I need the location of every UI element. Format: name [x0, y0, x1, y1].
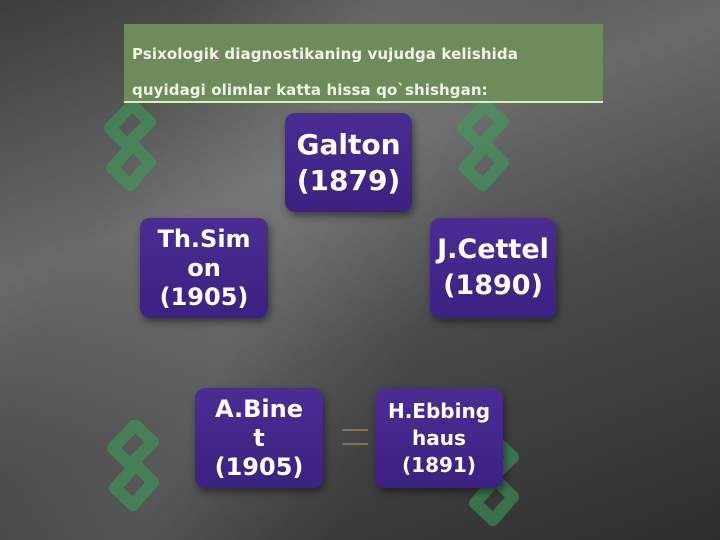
- node-binet-name-line2: t: [253, 423, 265, 452]
- node-cettel: J.Cettel (1890): [430, 218, 556, 318]
- node-cettel-name: J.Cettel: [437, 234, 549, 265]
- node-simon-name-line1: Th.Sim: [157, 224, 251, 253]
- node-galton-year: (1879): [296, 163, 401, 197]
- node-galton: Galton (1879): [285, 113, 412, 212]
- title-box: Psixologik diagnostikaning vujudga kelis…: [124, 24, 603, 103]
- node-simon-name-line2: on: [187, 253, 221, 282]
- node-ebbinghaus-year: (1891): [402, 452, 476, 477]
- node-ebbinghaus-name-line2: haus: [412, 425, 466, 450]
- node-cettel-year: (1890): [443, 270, 543, 301]
- title-line-2: quyidagi olimlar katta hissa qo`shishgan…: [132, 81, 488, 99]
- node-simon-year: (1905): [159, 282, 249, 311]
- node-simon: Th.Sim on (1905): [140, 218, 268, 318]
- watermark-logo-icon: [107, 420, 159, 511]
- node-binet-year: (1905): [214, 452, 304, 481]
- connector-line: [342, 429, 368, 445]
- node-binet: A.Bine t (1905): [195, 388, 323, 488]
- node-binet-name-line1: A.Bine: [214, 394, 304, 423]
- node-galton-name: Galton: [296, 127, 401, 161]
- watermark-logo-icon: [457, 100, 509, 191]
- watermark-logo-icon: [104, 100, 156, 191]
- node-ebbinghaus-name-line1: H.Ebbing: [387, 398, 491, 423]
- node-ebbinghaus: H.Ebbing haus (1891): [375, 388, 503, 488]
- title-line-1: Psixologik diagnostikaning vujudga kelis…: [132, 45, 518, 63]
